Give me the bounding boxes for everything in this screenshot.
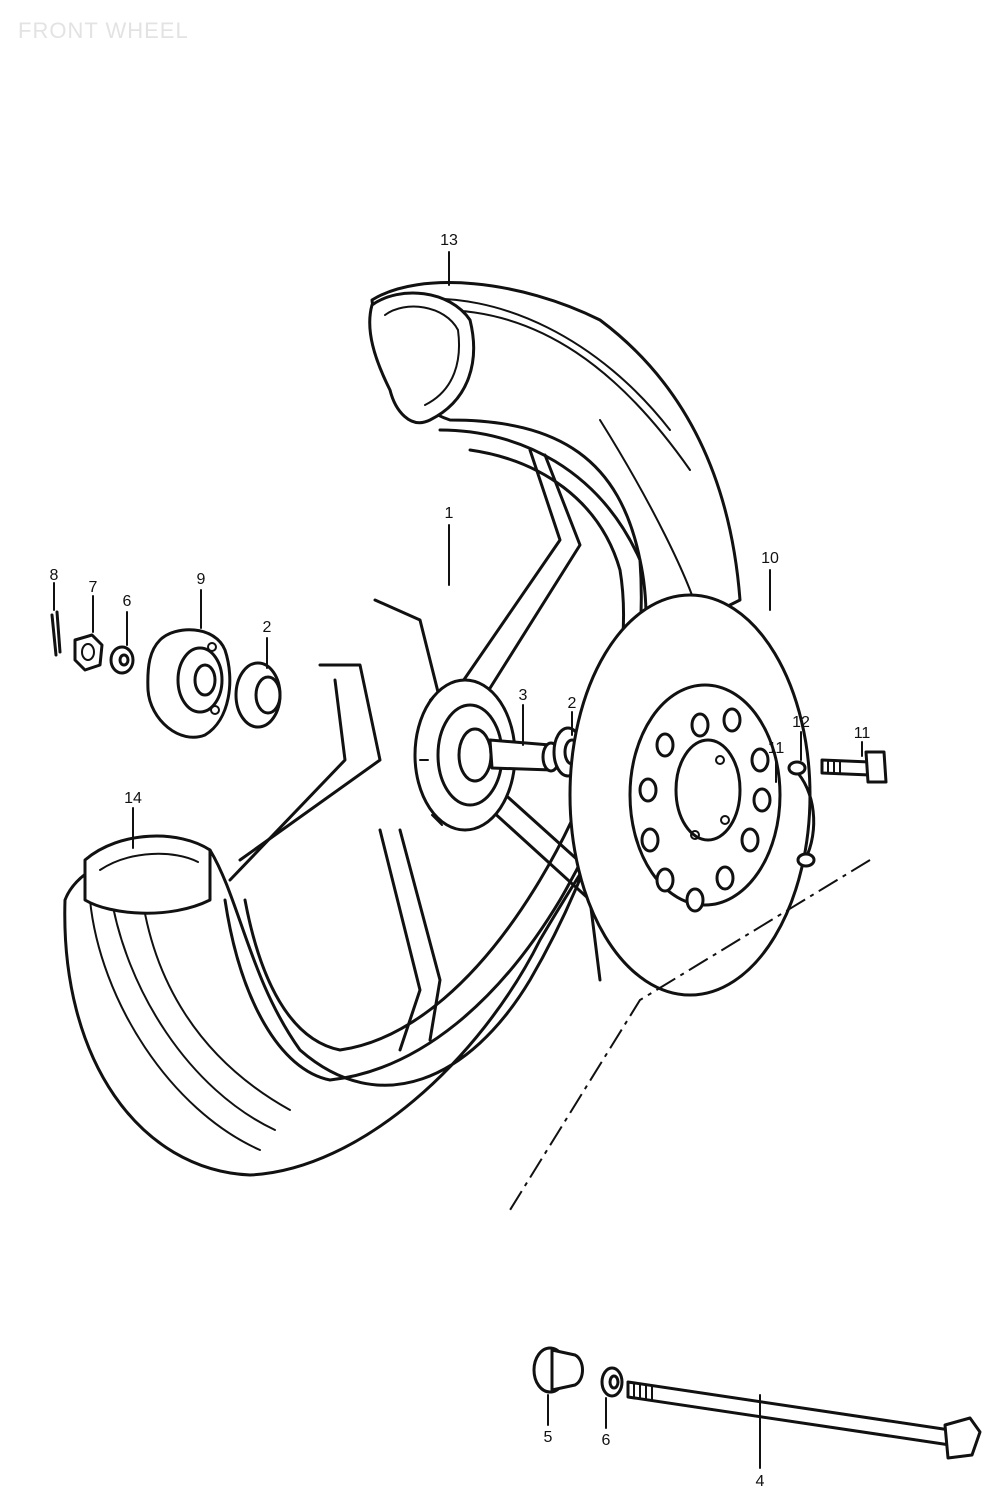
callout-bearing-right: 2 [568,695,577,712]
axle[interactable] [626,1380,982,1460]
spacer[interactable] [488,738,561,773]
wheel-hub[interactable] [413,678,517,832]
callout-axle: 4 [756,1473,765,1490]
tube[interactable] [368,291,476,425]
callout-gearbox: 9 [197,571,206,588]
callout-washer-right: 6 [602,1432,611,1449]
bearing-left[interactable] [234,661,282,729]
callout-washer-left: 6 [123,593,132,610]
axle-centerline [509,859,871,1211]
callout-labels: 13 1 10 8 7 6 9 2 3 2 12 11 11 14 5 6 4 [50,232,871,1490]
diagram-title: FRONT WHEEL [18,18,189,43]
callout-bearing-left: 2 [263,619,272,636]
callout-tube: 13 [440,232,458,249]
leader-lines [53,251,863,1469]
cotter-pin[interactable] [50,610,62,657]
callout-nut: 7 [89,579,98,596]
callout-cotter-pin: 8 [50,567,59,584]
callout-tire: 14 [124,790,142,807]
callout-bolt-inner: 11 [768,740,785,757]
bolt-outer[interactable] [820,750,888,784]
nut[interactable] [73,633,104,672]
callout-bolt-outer: 11 [854,725,871,742]
washer-right[interactable] [600,1366,624,1398]
callout-spacer: 3 [519,687,528,704]
callout-lock-washer: 12 [792,714,810,731]
callout-wheel: 1 [445,505,454,522]
brake-disc[interactable] [568,593,812,997]
washer-left[interactable] [109,645,135,675]
lock-washer[interactable] [787,760,816,868]
gearbox[interactable] [146,628,232,739]
callout-disc: 10 [761,550,779,567]
spacer-collar[interactable] [532,1346,584,1394]
callout-spacer-collar: 5 [544,1429,553,1446]
